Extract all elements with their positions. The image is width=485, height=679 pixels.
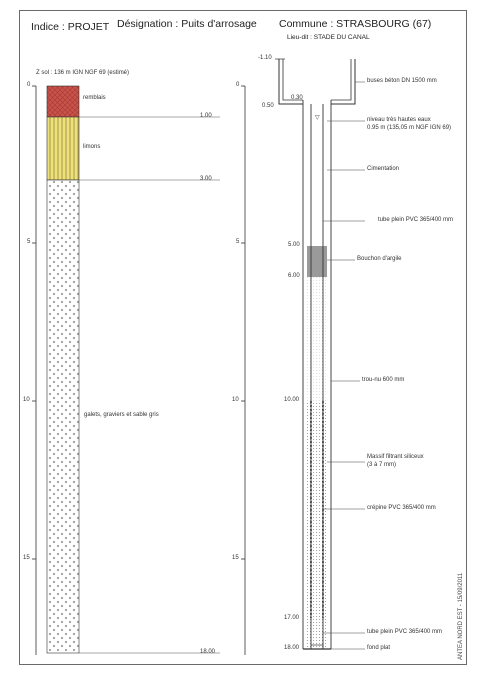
- layer-galets: [46, 179, 80, 654]
- annot-fond: fond plat: [367, 645, 391, 651]
- annot-trou: trou-nu 600 mm: [362, 377, 405, 383]
- annot-bouchon: Bouchon d'argile: [357, 256, 402, 262]
- well-tick-15: 15: [232, 555, 239, 561]
- depth-1-00: 1.00: [200, 113, 212, 119]
- log-tick-0: 0: [27, 82, 31, 88]
- well-tick-10: 10: [232, 397, 239, 403]
- well-tick-0: 0: [236, 82, 240, 88]
- commune-label: Commune : STRASBOURG (67): [279, 18, 432, 30]
- log-tick-5: 5: [27, 239, 31, 245]
- annot-tube-plein: tube plein PVC 365/400 mm: [378, 217, 454, 223]
- layer-label-limons: limons: [83, 144, 101, 150]
- annot-cimentation: Cimentation: [367, 166, 400, 172]
- log-tick-10: 10: [23, 397, 30, 403]
- zsol-label: Z sol : 136 m IGN NGF 69 (estimé): [36, 70, 130, 76]
- layer-remblais: [46, 85, 80, 118]
- depth-18-00: 18.00: [200, 649, 216, 655]
- well-depth-top: -1.10: [258, 55, 272, 61]
- annot-niveau-1: niveau très hautes eaux: [367, 117, 431, 123]
- layer-label-remblais: remblais: [83, 95, 106, 101]
- drawing-frame: [19, 10, 467, 665]
- layer-limons: [46, 116, 80, 181]
- bouchon-argile: [307, 246, 327, 277]
- well-section: [241, 58, 365, 655]
- left-log: [32, 85, 220, 655]
- well-tick-5: 5: [236, 239, 240, 245]
- log-tick-15: 15: [23, 555, 30, 561]
- lieu-dit-label: Lieu-dit : STADE DU CANAL: [287, 34, 370, 41]
- annot-tube-plein-bas: tube plein PVC 365/400 mm: [367, 629, 443, 635]
- well-depth-0-30: 0.30: [291, 95, 303, 101]
- annot-massif-2: (3 à 7 mm): [367, 462, 397, 468]
- water-level-icon: ▽: [315, 115, 320, 121]
- well-depth-6-00: 6.00: [288, 273, 300, 279]
- well-depth-18-00: 18.00: [284, 645, 300, 651]
- layer-label-galets: galets, graviers et sable gris: [84, 412, 159, 418]
- well-depth-0-50: 0.50: [262, 103, 274, 109]
- designation-label: Désignation : Puits d'arrosage: [117, 18, 257, 30]
- well-depth-5-00: 5.00: [288, 242, 300, 248]
- buses-beton: [278, 59, 356, 105]
- depth-3-00: 3.00: [200, 176, 212, 182]
- annot-crepine: crépine PVC 365/400 mm: [367, 505, 436, 511]
- massif-filtrant: [307, 401, 327, 649]
- gravel-upper: [307, 277, 327, 401]
- cimentation: [307, 104, 327, 246]
- annot-buses: buses béton DN 1500 mm: [367, 78, 437, 84]
- annot-massif-1: Massif filtrant siliceux: [367, 454, 424, 460]
- well-depth-17-00: 17.00: [284, 615, 300, 621]
- footer-stamp: ANTEA NORD EST - 15/09/2011: [458, 572, 464, 660]
- well-depth-10-00: 10.00: [284, 397, 300, 403]
- indice-label: Indice : PROJET: [31, 21, 110, 33]
- annot-niveau-2: 0.95 m (135,05 m NGF IGN 69): [367, 125, 452, 131]
